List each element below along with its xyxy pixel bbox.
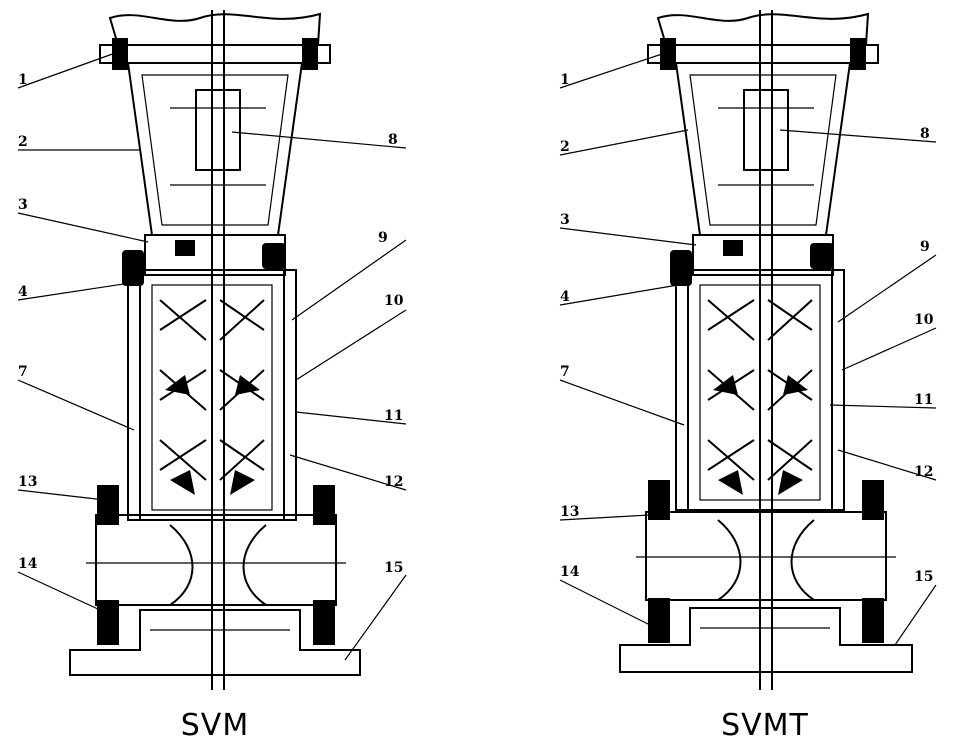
label-2: 2: [560, 139, 570, 155]
port-flange-left-bottom: [97, 600, 119, 645]
label-1: 1: [560, 72, 570, 88]
label-10: 10: [914, 312, 934, 328]
label-9: 9: [378, 230, 388, 246]
port-flange-right-top: [862, 480, 884, 520]
label-11: 11: [384, 408, 403, 424]
motor-bracket: [674, 62, 852, 236]
caption-svm: SVM: [181, 708, 249, 743]
label-13: 13: [560, 504, 579, 520]
leader-3: [559, 227, 697, 246]
label-12: 12: [384, 474, 403, 490]
flange-bolt-left: [112, 38, 128, 70]
label-2: 2: [18, 134, 28, 150]
stage-stack: [699, 284, 821, 501]
label-15: 15: [384, 560, 403, 576]
pump-base-body: [95, 514, 337, 606]
pump-svmt: [619, 10, 913, 690]
label-11: 11: [914, 392, 933, 408]
label-7: 7: [560, 364, 570, 380]
motor-bracket-inner: [141, 74, 289, 226]
leader-3: [17, 212, 149, 243]
leader-15: [344, 574, 407, 661]
label-1: 1: [18, 72, 28, 88]
flange-bolt-left: [660, 38, 676, 70]
leader-12: [289, 454, 407, 491]
outer-sleeve: [127, 269, 297, 521]
motor-flange: [99, 44, 331, 64]
tie-bolt-right-top: [262, 243, 286, 269]
leader-9: [837, 254, 937, 323]
port-flange-left-top: [97, 485, 119, 525]
pump-base-body: [645, 511, 887, 601]
label-8: 8: [388, 132, 398, 148]
leader-8: [231, 131, 407, 149]
leader-11: [295, 411, 407, 425]
label-12: 12: [914, 464, 933, 480]
port-flange-left-bottom: [648, 598, 670, 643]
pump-foot: [69, 609, 361, 676]
svmt-callouts: [559, 51, 937, 646]
leader-15: [894, 584, 937, 646]
svmt-labels: 1 2 3 4 8 9 10 7 11 13 12 14 15: [560, 72, 934, 585]
stage-details: [165, 375, 260, 495]
seal-part: [723, 240, 743, 256]
motor-body: [656, 12, 870, 46]
leader-9: [291, 239, 407, 321]
motor-body: [108, 12, 322, 46]
label-14: 14: [560, 564, 580, 580]
port-flange-right-bottom: [313, 600, 335, 645]
label-14: 14: [18, 556, 38, 572]
motor-bracket: [126, 62, 304, 236]
label-8: 8: [920, 126, 930, 142]
leader-13: [559, 514, 651, 521]
leader-14: [559, 579, 651, 626]
leader-14: [17, 571, 101, 611]
flow-channels: [169, 524, 267, 606]
label-4: 4: [18, 284, 28, 300]
port-flange-right-top: [313, 485, 335, 525]
stage-stack: [151, 284, 273, 511]
leader-4: [559, 284, 679, 306]
label-4: 4: [560, 289, 570, 305]
label-10: 10: [384, 293, 404, 309]
label-15: 15: [914, 569, 933, 585]
motor-bracket-inner: [689, 74, 837, 226]
leader-1: [17, 51, 119, 89]
leader-7: [17, 379, 135, 431]
caption-svmt: SVMT: [721, 708, 809, 743]
motor-flange: [647, 44, 879, 64]
leader-1: [559, 51, 669, 89]
tie-bolt-right-top: [810, 243, 834, 269]
leader-13: [17, 489, 106, 501]
leader-4: [17, 282, 131, 301]
stage-details: [713, 375, 808, 495]
leader-12: [837, 449, 937, 481]
outer-sleeve: [675, 269, 845, 511]
pump-svm: [69, 10, 361, 690]
pump-foot: [619, 607, 913, 673]
svm-labels: 1 2 3 4 8 9 10 7 11 13 12 14 15: [18, 72, 404, 576]
coupling: [195, 89, 241, 171]
port-flange-left-top: [648, 480, 670, 520]
coupling: [743, 89, 789, 171]
leader-7: [559, 379, 685, 426]
flange-bolt-right: [302, 38, 318, 70]
leader-2: [559, 129, 689, 156]
label-9: 9: [920, 239, 930, 255]
port-flange-right-bottom: [862, 598, 884, 643]
svm-callouts: [17, 51, 407, 661]
flow-channels: [717, 519, 815, 601]
leader-10: [841, 327, 937, 371]
flange-bolt-right: [850, 38, 866, 70]
leader-10: [295, 309, 407, 381]
label-13: 13: [18, 474, 37, 490]
seal-part: [175, 240, 195, 256]
label-3: 3: [18, 197, 28, 213]
label-3: 3: [560, 212, 570, 228]
label-7: 7: [18, 364, 28, 380]
leader-8: [779, 129, 937, 143]
leader-11: [829, 404, 937, 409]
